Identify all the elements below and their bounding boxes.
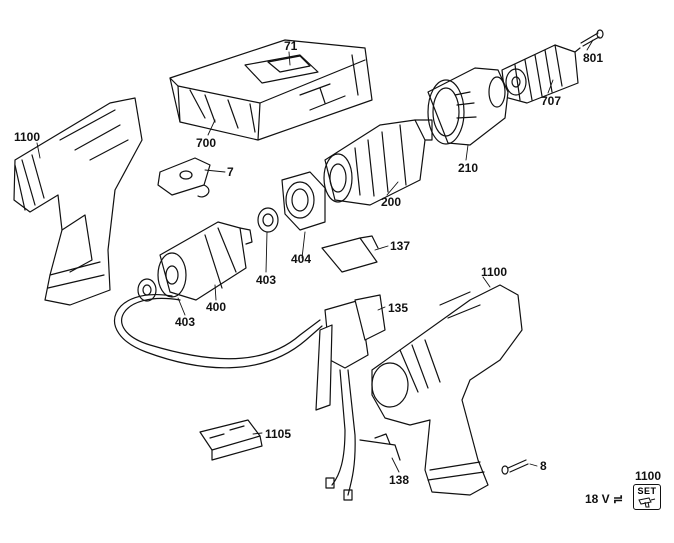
part-label-135: 135 [388,301,409,315]
cable-138 [325,369,401,501]
gearbox-200 [323,119,433,206]
part-label-200: 200 [381,195,402,209]
part-label-700: 700 [196,136,217,150]
part-label-1105: 1105 [265,427,292,441]
part-label-8: 8 [540,459,547,473]
carry-case-700 [169,39,373,141]
part-label-7: 7 [227,165,234,179]
washer-403-lower [137,278,157,302]
screw-801 [580,29,604,47]
set-badge-label: SET [637,486,657,496]
motor-wiring [114,294,323,369]
battery-contacts-1105 [199,419,263,461]
screw-8 [501,459,529,475]
voltage-value: 18 V [585,492,610,506]
housing-left-1100 [13,97,143,306]
direction-lever-137 [321,235,379,273]
part-label-1100-set: 1100 [635,469,662,483]
motor-400 [157,221,253,301]
part-label-137: 137 [390,239,411,253]
part-label-210: 210 [458,161,479,175]
dc-symbol-icon: ≓ [613,492,624,506]
part-label-138: 138 [389,473,410,487]
part-label-1100-right: 1100 [481,265,508,279]
switch-7 [157,157,211,198]
set-badge: SET [633,484,661,510]
part-label-1100-left: 1100 [14,130,41,144]
part-label-403-upper: 403 [256,273,277,287]
drill-kit-icon [638,497,656,508]
part-label-403-lower: 403 [175,315,196,329]
gear-housing-cover-210 [427,67,509,146]
washer-403-upper [257,207,279,233]
part-label-400: 400 [206,300,227,314]
voltage-label: 18 V ≓ [585,492,623,506]
part-label-707: 707 [541,94,562,108]
ring-404 [281,171,326,231]
part-label-801: 801 [583,51,604,65]
part-label-71: 71 [284,39,298,53]
housing-right-1100 [371,284,523,496]
leader-lines [36,39,594,473]
trigger-switch-135 [315,294,386,411]
part-label-404: 404 [291,252,312,266]
